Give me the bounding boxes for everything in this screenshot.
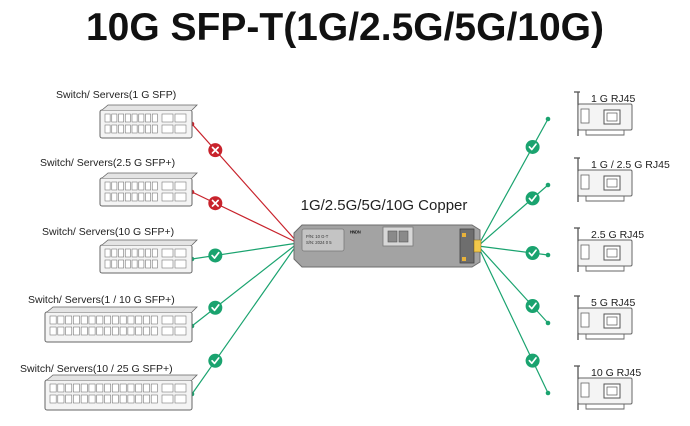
check-icon xyxy=(525,191,540,206)
network-card-5 xyxy=(574,365,633,410)
right-link-1 xyxy=(477,118,549,247)
right-link-dot-5 xyxy=(545,390,551,396)
svg-text:P/N: 10 G-T: P/N: 10 G-T xyxy=(306,234,329,239)
right-device-label-2: 1 G / 2.5 G RJ45 xyxy=(591,159,670,171)
right-device-label-5: 10 G RJ45 xyxy=(591,367,641,379)
right-device-label-4: 5 G RJ45 xyxy=(591,297,636,309)
right-device-label-3: 2.5 G RJ45 xyxy=(591,229,644,241)
copper-speed-label: 1G/2.5G/5G/10G Copper xyxy=(301,197,468,214)
right-link-5 xyxy=(477,245,549,394)
diagram-title: 10G SFP-T(1G/2.5G/5G/10G) xyxy=(85,6,604,49)
check-icon xyxy=(208,300,223,315)
check-icon xyxy=(525,353,540,368)
check-icon xyxy=(208,353,223,368)
left-device-label-4: Switch/ Servers(1 / 10 G SFP+) xyxy=(28,294,175,306)
left-devices: Switch/ Servers(1 G SFP) Switch/ Servers(… xyxy=(20,89,198,411)
right-link-dot-2 xyxy=(545,182,551,188)
switch-device-2 xyxy=(99,172,198,207)
sfp-t-module: P/N: 10 G-T S/N: 2024 0 5 ᴴᴺᴰᴺ xyxy=(293,224,482,268)
module-brand: ᴴᴺᴰᴺ xyxy=(350,230,361,237)
switch-device-1 xyxy=(99,104,198,139)
network-card-4 xyxy=(574,295,633,340)
right-devices: 1 G RJ45 1 G / 2.5 G RJ45 2.5 G RJ45 5 G RJ… xyxy=(574,91,670,410)
left-link-2 xyxy=(191,191,299,244)
switch-device-4 xyxy=(44,306,198,343)
check-icon xyxy=(208,248,223,263)
check-icon xyxy=(525,246,540,261)
network-card-1 xyxy=(574,91,633,136)
network-card-2 xyxy=(574,157,633,202)
cross-icon xyxy=(208,143,223,158)
module-label-plate xyxy=(301,228,345,252)
left-link-5 xyxy=(191,242,299,395)
network-card-3 xyxy=(574,227,633,272)
connection-lines xyxy=(189,116,551,397)
cross-icon xyxy=(208,196,223,211)
left-device-label-5: Switch/ Servers(10 / 25 G SFP+) xyxy=(20,363,173,375)
left-link-1 xyxy=(191,123,299,244)
switch-device-3 xyxy=(99,239,198,274)
right-link-dot-4 xyxy=(545,320,551,326)
left-link-3 xyxy=(191,242,299,260)
left-device-label-2: Switch/ Servers(2.5 G SFP+) xyxy=(40,157,175,169)
switch-device-5 xyxy=(44,374,198,411)
right-link-dot-3 xyxy=(545,252,551,258)
left-device-label-3: Switch/ Servers(10 G SFP+) xyxy=(42,226,174,238)
check-icon xyxy=(525,299,540,314)
right-device-label-1: 1 G RJ45 xyxy=(591,93,636,105)
left-link-4 xyxy=(191,242,299,327)
check-icon xyxy=(525,139,540,154)
left-device-label-1: Switch/ Servers(1 G SFP) xyxy=(56,89,176,101)
module-latch xyxy=(382,226,414,247)
svg-text:S/N: 2024 0 5: S/N: 2024 0 5 xyxy=(306,240,332,245)
right-link-dot-1 xyxy=(545,116,551,122)
